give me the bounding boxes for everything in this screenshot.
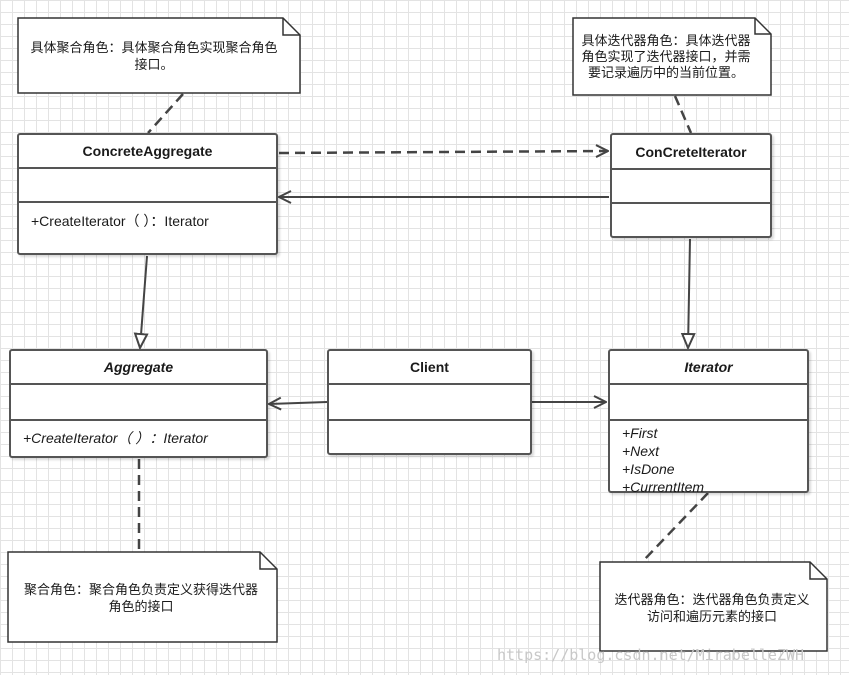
note-aggregate-text: 聚合角色：聚合角色负责定义获得迭代器角色的接口 xyxy=(23,582,258,614)
class-client[interactable]: Client xyxy=(327,349,532,455)
note-concrete-aggregate: 具体聚合角色：具体聚合角色实现聚合角色接口。 xyxy=(20,20,288,92)
operation-create-iterator: +CreateIterator（ ）：Iterator xyxy=(31,213,209,229)
edge-generalization-aggregate xyxy=(140,255,147,348)
class-concrete-iterator-attributes xyxy=(612,170,770,204)
note-aggregate: 聚合角色：聚合角色负责定义获得迭代器角色的接口 xyxy=(12,562,270,634)
class-aggregate-attributes xyxy=(11,385,266,421)
class-aggregate[interactable]: Aggregate +CreateIterator（ ）：Iterator xyxy=(9,349,268,458)
class-concrete-iterator[interactable]: ConCreteIterator xyxy=(610,133,772,238)
class-aggregate-operations: +CreateIterator（ ）：Iterator xyxy=(11,421,266,451)
edge-generalization-iterator xyxy=(688,238,690,348)
class-iterator-name: Iterator xyxy=(610,351,807,385)
note-shape-concrete-aggregate xyxy=(17,17,301,94)
class-client-attributes xyxy=(329,385,530,421)
operation-create-iterator: +CreateIterator（ ）：Iterator xyxy=(23,430,208,446)
class-iterator[interactable]: Iterator +First +Next +IsDone +CurrentIt… xyxy=(608,349,809,495)
class-client-operations xyxy=(329,421,530,453)
operation-current-item: +CurrentItem xyxy=(622,479,705,495)
class-concrete-aggregate[interactable]: ConcreteAggregate +CreateIterator（ ）：Ite… xyxy=(17,133,278,255)
note-anchor-iterator xyxy=(642,492,709,562)
operation-first: +First xyxy=(622,425,658,441)
watermark: https://blog.csdn.net/MirabelleZWH xyxy=(497,646,805,664)
class-concrete-aggregate-name: ConcreteAggregate xyxy=(19,135,276,169)
note-shape-concrete-iterator xyxy=(572,17,772,96)
note-iterator: 迭代器角色：迭代器角色负责定义访问和遍历元素的接口 xyxy=(604,572,820,644)
note-concrete-aggregate-text: 具体聚合角色：具体聚合角色实现聚合角色接口。 xyxy=(30,40,278,72)
class-aggregate-name: Aggregate xyxy=(11,351,266,385)
note-iterator-text: 迭代器角色：迭代器角色负责定义访问和遍历元素的接口 xyxy=(614,592,810,624)
edge-creates-dependency xyxy=(278,151,608,153)
note-concrete-iterator-text: 具体迭代器角色：具体迭代器角色实现了迭代器接口，并需要记录遍历中的当前位置。 xyxy=(581,32,751,80)
class-iterator-operations: +First +Next +IsDone +CurrentItem xyxy=(610,421,807,499)
operation-is-done: +IsDone xyxy=(622,461,675,477)
class-concrete-aggregate-attributes xyxy=(19,169,276,203)
note-shape-iterator xyxy=(599,561,828,652)
class-iterator-attributes xyxy=(610,385,807,421)
operation-next: +Next xyxy=(622,443,659,459)
class-client-name: Client xyxy=(329,351,530,385)
edge-client-to-aggregate xyxy=(269,402,328,404)
class-concrete-aggregate-operations: +CreateIterator（ ）：Iterator xyxy=(19,203,276,234)
note-concrete-iterator: 具体迭代器角色：具体迭代器角色实现了迭代器接口，并需要记录遍历中的当前位置。 xyxy=(575,19,757,94)
note-anchor-concrete-aggregate xyxy=(147,93,184,134)
class-concrete-iterator-name: ConCreteIterator xyxy=(612,135,770,170)
class-concrete-iterator-operations xyxy=(612,204,770,236)
note-shape-aggregate xyxy=(7,551,278,643)
note-anchor-concrete-iterator xyxy=(673,95,693,134)
